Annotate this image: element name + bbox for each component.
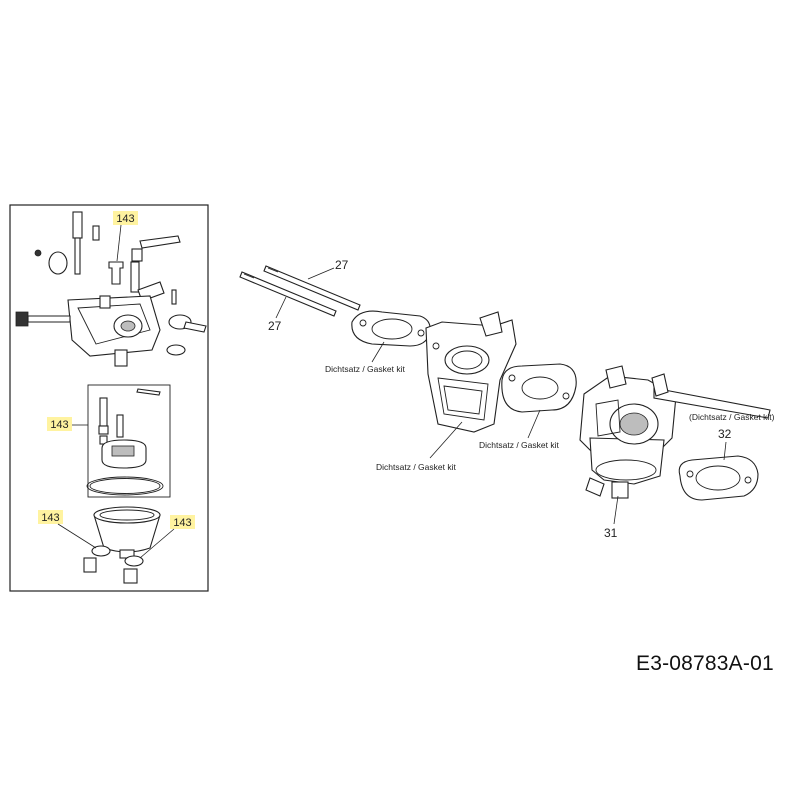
gasket-right — [678, 455, 759, 501]
callout-143-d-text: 143 — [173, 517, 191, 529]
callout-27-top: 27 — [335, 258, 349, 272]
stud-bolts — [239, 265, 361, 317]
gasket-label-right: (Dichtsatz / Gasket kit) — [689, 412, 775, 422]
callout-143-a-text: 143 — [116, 213, 134, 225]
diagram-code: E3-08783A-01 — [636, 652, 774, 675]
callout-143-a: 143 — [113, 211, 138, 262]
callout-27-bottom: 27 — [268, 319, 282, 333]
callout-31: 31 — [604, 526, 618, 540]
gasket-label-spacer: Dichtsatz / Gasket kit — [376, 462, 456, 472]
gasket-first — [351, 310, 431, 347]
float-bowl-exploded — [83, 506, 161, 584]
carburetor-body-exploded — [15, 211, 207, 367]
callout-143-c: 143 — [38, 510, 97, 549]
callout-143-c-text: 143 — [41, 512, 59, 524]
gasket-label-first: Dichtsatz / Gasket kit — [325, 364, 405, 374]
spacer-block — [425, 311, 517, 433]
callout-143-d: 143 — [139, 515, 195, 559]
callout-32: 32 — [718, 427, 732, 441]
gasket-middle — [501, 363, 577, 413]
callout-143-b: 143 — [47, 417, 88, 431]
carburetor-assembly — [579, 365, 771, 499]
gasket-label-middle: Dichtsatz / Gasket kit — [479, 440, 559, 450]
float-assembly-exploded — [86, 384, 171, 498]
callout-143-b-text: 143 — [50, 419, 68, 431]
